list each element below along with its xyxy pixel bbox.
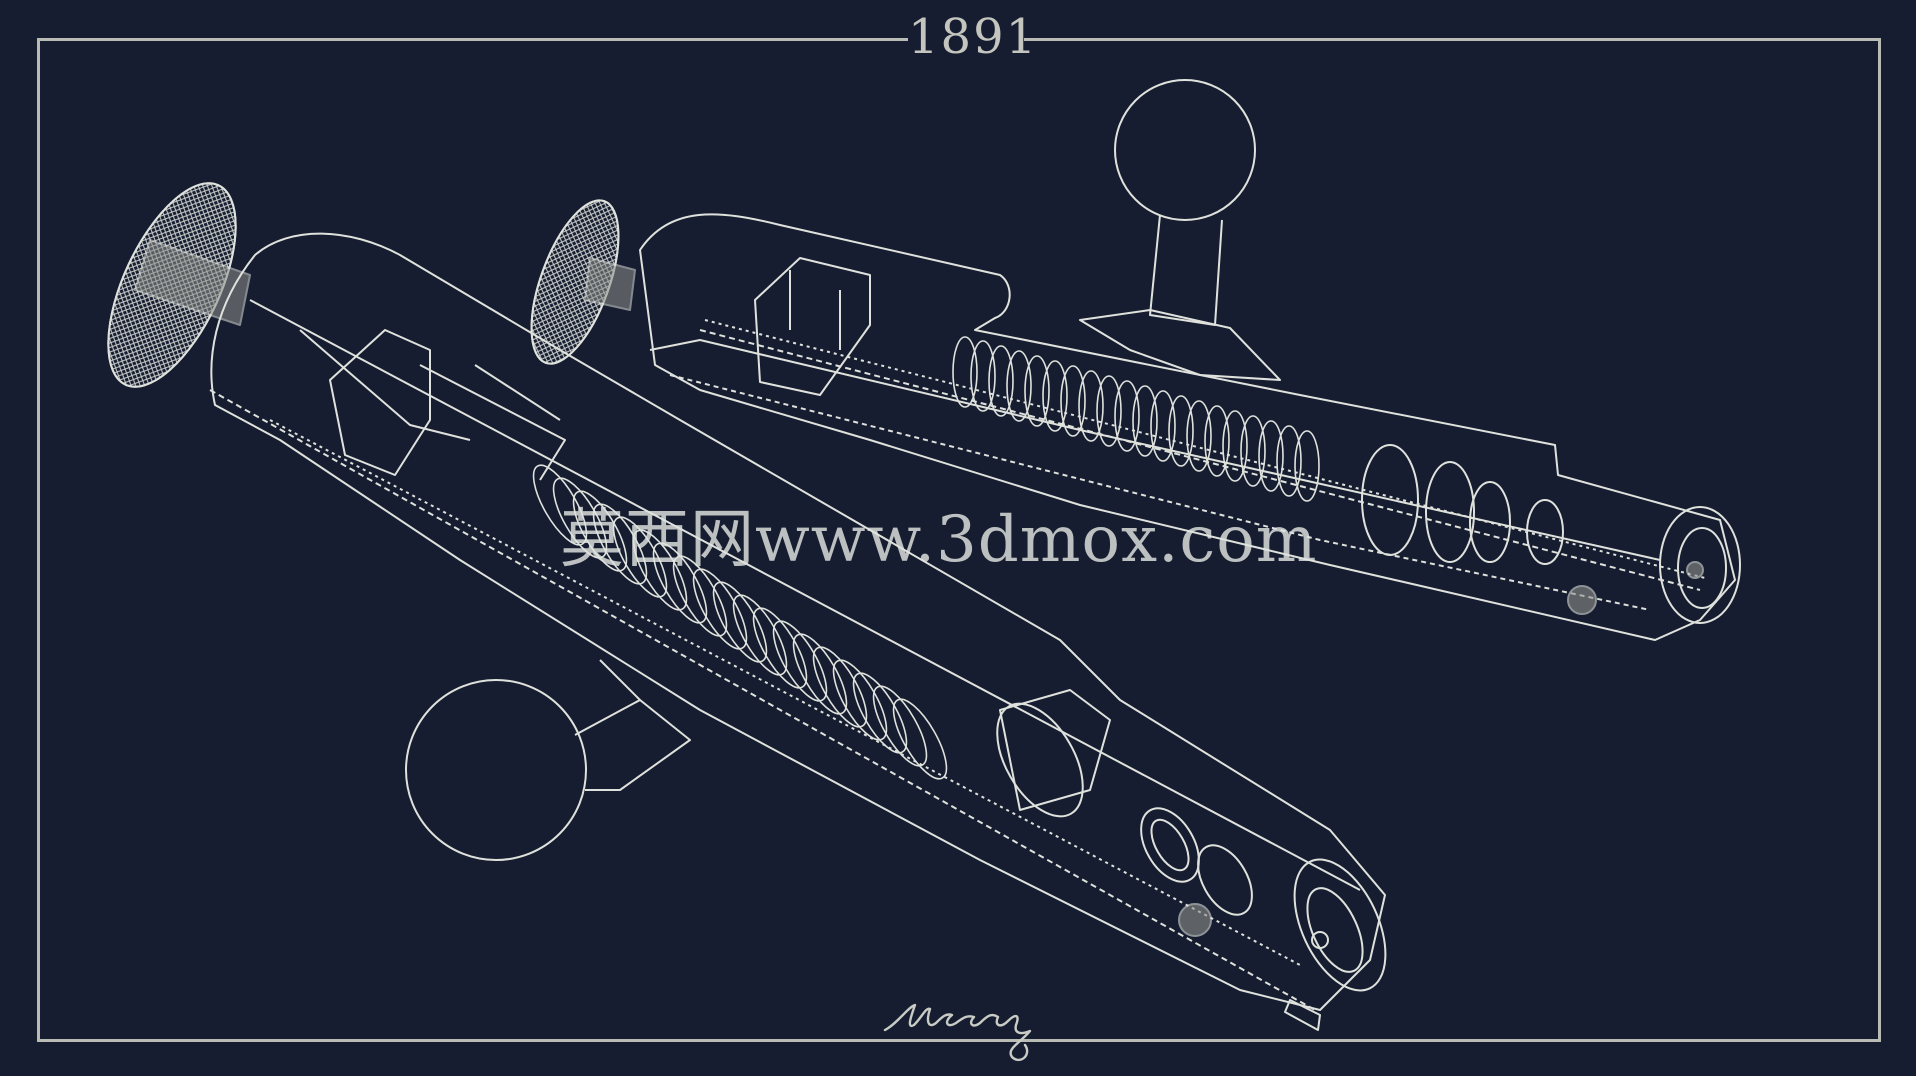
year-label: 1891 (908, 6, 1036, 68)
signature-icon (883, 1003, 1032, 1062)
bolt-assembly-upper-icon (530, 79, 1741, 641)
watermark-text: 莫西网www.3dmox.com (560, 503, 1318, 577)
bolt-assembly-lower-icon (107, 182, 1387, 1031)
